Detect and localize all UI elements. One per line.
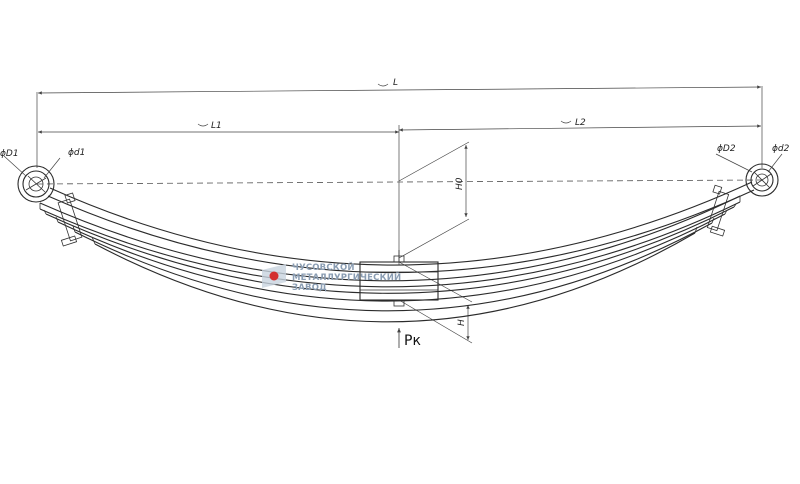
dimension-H0-label: H0 — [455, 177, 465, 190]
right-eye: ϕD2 ϕd2 — [715, 144, 790, 197]
dimension-L2: L2 — [398, 118, 762, 132]
eye-center-line — [36, 179, 763, 185]
logo-line-2: МЕТАЛЛУРГИЧЕСКИЙ — [292, 271, 401, 283]
left-inner-diameter-label: ϕd1 — [68, 148, 85, 158]
dimension-H0: H0 — [398, 141, 470, 259]
spring-leaves — [39, 181, 755, 323]
dimension-L1: L1 — [38, 121, 400, 265]
left-eye: ϕD1 ϕd1 — [0, 148, 85, 203]
logo-line-1: ЧУСОВСКОЙ — [292, 261, 355, 273]
right-outer-diameter-label: ϕD2 — [717, 144, 736, 154]
left-outer-diameter-label: ϕD1 — [0, 149, 19, 159]
dimension-L: L — [36, 78, 763, 168]
right-inner-diameter-label: ϕd2 — [772, 144, 790, 154]
dimension-H-label: H — [457, 319, 467, 326]
right-clip — [706, 184, 730, 237]
logo-red-dot — [269, 271, 279, 281]
dimension-L1-label: L1 — [211, 121, 222, 131]
company-logo: ЧУСОВСКОЙ МЕТАЛЛУРГИЧЕСКИЙ ЗАВОД — [262, 261, 401, 293]
dimension-L-label: L — [393, 78, 398, 88]
left-clip — [57, 192, 83, 247]
load-arrow: Pк — [397, 328, 421, 349]
dimension-L2-label: L2 — [575, 118, 586, 128]
center-clamp — [359, 250, 439, 307]
logo-line-3: ЗАВОД — [292, 283, 327, 293]
load-label: Pк — [404, 333, 421, 349]
dimension-H: H — [398, 261, 473, 344]
